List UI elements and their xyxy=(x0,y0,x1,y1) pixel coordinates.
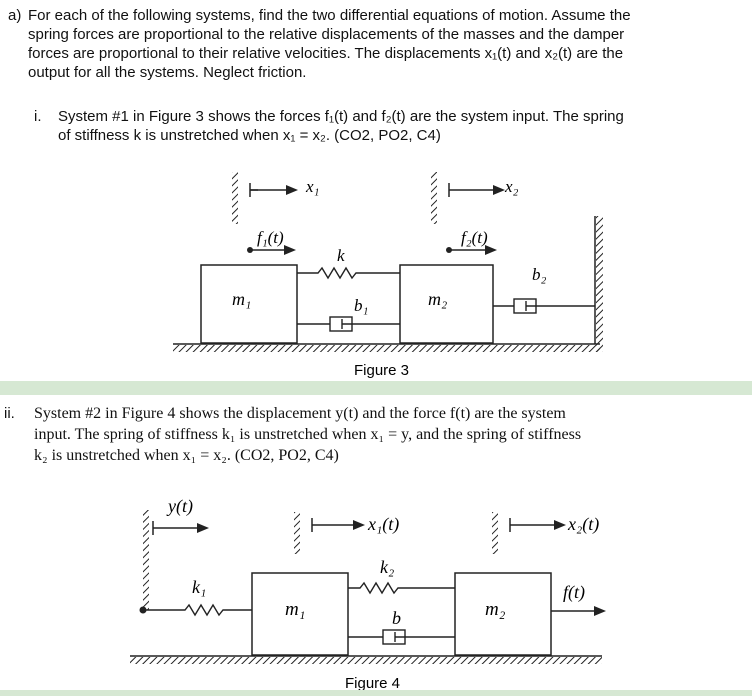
damper-b2 xyxy=(493,298,595,314)
mass-m1-block xyxy=(200,264,298,344)
sub-i-text: i. System #1 in Figure 3 shows the force… xyxy=(34,107,752,145)
sub-i-label: i. xyxy=(34,108,42,125)
sub-ii-line: k₂ is unstretched when x₁ = x₂. (CO2, PO… xyxy=(34,447,339,464)
ground-hatch xyxy=(130,657,602,664)
sub-i-line: System #1 in Figure 3 shows the forces f… xyxy=(58,108,624,125)
spring-k1 xyxy=(143,603,252,617)
figure4-m1-label: m₁ xyxy=(285,599,305,620)
ground-hatch xyxy=(173,345,600,352)
ref-tick-1 xyxy=(232,172,238,224)
damper-b xyxy=(348,629,455,645)
spring-k2 xyxy=(348,581,455,595)
figure4-k2-label: k₂ xyxy=(380,557,394,577)
part-a-line: spring forces are proportional to the re… xyxy=(28,26,625,43)
figure3-f2-label: f₂(t) xyxy=(461,228,488,247)
mass-m1-block xyxy=(251,572,349,656)
right-wall-hatch xyxy=(596,216,603,352)
figure-3-diagram: x₁ x₂ f₁(t) f₂(t) k b₁ b₂ m₁ m₂ Figure 3 xyxy=(173,172,603,379)
ref-tick-left xyxy=(143,510,149,610)
figure3-m2-label: m₂ xyxy=(428,289,447,309)
figure4-b-label: b xyxy=(392,608,401,628)
figure4-x2-label: x₂(t) xyxy=(567,514,599,535)
damper-b1 xyxy=(297,316,400,332)
figure4-k1-label: k₁ xyxy=(192,577,206,597)
figure4-m2-label: m₂ xyxy=(485,599,506,620)
sub-ii-line: System #2 in Figure 4 shows the displace… xyxy=(34,405,566,422)
figure3-x1-label: x₁ xyxy=(305,177,319,196)
mass-m2-block xyxy=(399,264,494,344)
figure4-f-label: f(t) xyxy=(563,582,585,603)
figure3-f1-label: f₁(t) xyxy=(257,228,284,247)
figure4-y-label: y(t) xyxy=(166,496,193,517)
figure4-caption: Figure 4 xyxy=(345,675,400,692)
ref-tick-x1 xyxy=(294,512,300,554)
figure4-x1-label: x₁(t) xyxy=(367,514,399,535)
sub-ii-line: input. The spring of stiffness k₁ is uns… xyxy=(34,426,582,443)
figure3-b1-label: b₁ xyxy=(354,296,368,315)
bottom-separator xyxy=(0,690,752,696)
spring-k xyxy=(297,266,400,280)
sub-ii-text: ii. System #2 in Figure 4 shows the disp… xyxy=(4,403,746,466)
figure3-caption: Figure 3 xyxy=(354,362,409,379)
mass-m2-block xyxy=(454,572,552,656)
part-a-text: a) For each of the following systems, fi… xyxy=(8,6,740,82)
part-a-line: output for all the systems. Neglect fric… xyxy=(28,64,307,81)
part-a-label: a) xyxy=(8,7,22,24)
figure3-m1-label: m₁ xyxy=(232,289,251,309)
figure3-k-label: k xyxy=(337,246,345,265)
section-separator xyxy=(0,381,752,395)
ref-tick-2 xyxy=(431,172,437,224)
sub-i-line: of stiffness k is unstretched when x₁ = … xyxy=(58,127,441,144)
figure3-x2-label: x₂ xyxy=(504,177,519,196)
part-a-line: forces are proportional to their relativ… xyxy=(28,45,624,62)
sub-ii-label: ii. xyxy=(4,405,15,422)
part-a-line: For each of the following systems, find … xyxy=(28,7,631,24)
ref-tick-x2 xyxy=(492,512,498,554)
figure3-b2-label: b₂ xyxy=(532,265,547,284)
